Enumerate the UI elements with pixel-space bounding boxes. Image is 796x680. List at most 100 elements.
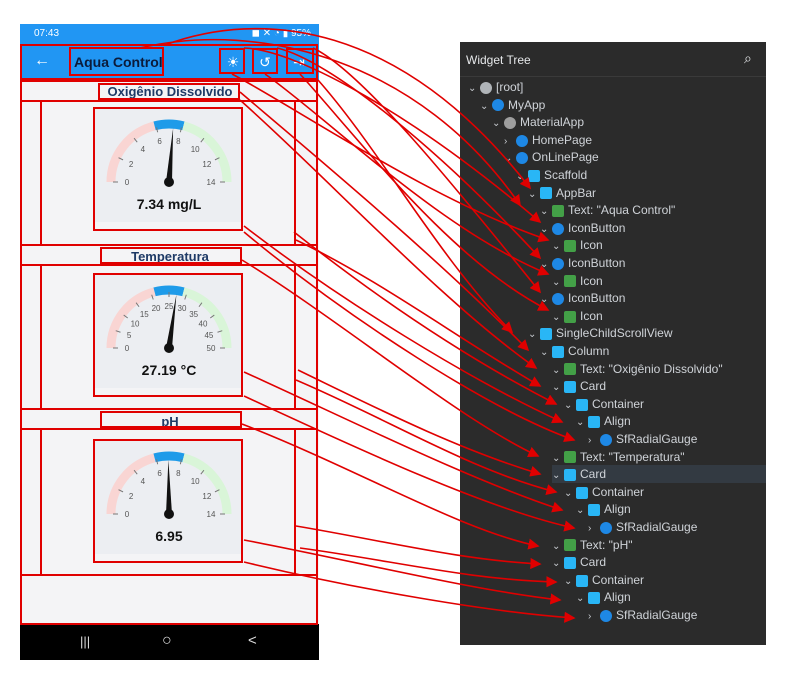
tree-row[interactable]: ⌄ [root]	[468, 78, 766, 96]
overlay-gauge-temperature	[93, 273, 243, 397]
home-button[interactable]: ○	[162, 632, 172, 649]
tree-row[interactable]: ›HomePage	[504, 131, 766, 149]
gauge-range-mid	[153, 451, 185, 463]
chevron-icon[interactable]: ⌄	[528, 188, 537, 200]
search-icon[interactable]: ⌕	[744, 50, 752, 66]
text-icon	[564, 451, 576, 464]
tree-row[interactable]: ⌄MaterialApp	[492, 113, 766, 131]
arrow-card-temperature	[297, 369, 542, 477]
back-icon[interactable]: ←	[34, 52, 50, 69]
chevron-icon[interactable]: ⌄	[552, 276, 561, 288]
gauge-tick-label: 10	[191, 477, 200, 486]
tree-row[interactable]: ›SfRadialGauge	[588, 518, 766, 536]
tree-row-label: SingleChildScrollView	[556, 326, 673, 341]
tree-row-label: [root]	[496, 80, 524, 94]
chevron-icon[interactable]: ⌄	[552, 558, 561, 570]
history-icon[interactable]: ↺	[259, 54, 271, 70]
chevron-icon[interactable]: ⌄	[528, 329, 537, 341]
tree-row[interactable]: ⌄Container	[564, 571, 766, 589]
tree-row[interactable]: ⌄Align	[576, 588, 766, 606]
tree-row-label: Text: "pH"	[580, 537, 633, 552]
chevron-icon[interactable]: ⌄	[480, 100, 489, 112]
chevron-icon[interactable]: ⌄	[564, 575, 573, 587]
system-nav-bar: ||| ○ <	[20, 624, 319, 660]
chevron-icon[interactable]: ›	[588, 523, 592, 534]
gauge-tick-label: 20	[152, 304, 161, 313]
tree-row[interactable]: ⌄Text: "Temperatura"	[552, 448, 766, 466]
chevron-icon[interactable]: ⌄	[552, 540, 561, 552]
nav-back-button[interactable]: <	[248, 632, 257, 649]
tree-row[interactable]: ⌄Icon	[552, 272, 766, 290]
gauge-tick	[151, 294, 154, 300]
tree-row[interactable]: ⌄ Text: "pH"	[552, 536, 766, 554]
chevron-icon[interactable]: ⌄	[564, 487, 573, 499]
container-icon	[576, 574, 588, 587]
chevron-icon[interactable]: ⌄	[540, 294, 549, 306]
gauge-tick	[184, 294, 187, 300]
widget-tree-title: Widget Tree	[466, 53, 531, 67]
chevron-icon[interactable]: ⌄	[540, 347, 549, 358]
tree-row[interactable]: ⌄Icon	[552, 236, 766, 254]
tree-row[interactable]: ⌄ Text: "Oxigênio Dissolvido"	[552, 360, 766, 378]
gauge-range-mid	[153, 285, 185, 297]
chevron-icon[interactable]: ⌄	[492, 118, 501, 130]
overlay-container-temperature	[40, 264, 296, 410]
tree-row-label: Container	[592, 484, 645, 499]
chevron-icon[interactable]: ⌄	[540, 206, 549, 218]
chevron-icon[interactable]: ⌄	[564, 399, 573, 411]
tree-row[interactable]: ⌄ SingleChildScrollView	[528, 324, 766, 342]
gauge-tick-label: 10	[131, 319, 140, 328]
gauge-icon	[600, 609, 612, 622]
tree-row[interactable]: ⌄AppBar	[528, 184, 766, 202]
tree-row[interactable]: ⌄Container	[564, 395, 766, 413]
tree-row[interactable]: ⌄Column	[540, 342, 766, 360]
tree-row[interactable]: ⌄Align	[576, 500, 766, 518]
scroll-icon	[540, 328, 552, 341]
tree-row[interactable]: ⌄Align	[576, 412, 766, 430]
chevron-icon[interactable]: ⌄	[552, 382, 561, 394]
chevron-icon[interactable]: ›	[504, 135, 508, 147]
column-icon	[552, 345, 564, 358]
tree-row[interactable]: ⌄ Container	[564, 483, 766, 501]
iconbutton-icon	[552, 257, 564, 270]
gauge-tick	[209, 314, 215, 319]
tree-row[interactable]: ⌄IconButton	[540, 254, 766, 272]
gauge-tick	[123, 314, 129, 319]
tree-row[interactable]: ›SfRadialGauge	[588, 606, 766, 624]
tree-row[interactable]: ⌄Card	[552, 465, 766, 484]
chevron-icon[interactable]: ⌄	[540, 259, 549, 270]
chevron-icon[interactable]: ⌄	[552, 470, 561, 482]
tree-row[interactable]: ⌄Card	[552, 377, 766, 395]
tree-row[interactable]: ⌄OnLinePage	[504, 148, 766, 166]
tree-row[interactable]: ⌄IconButton	[540, 219, 766, 237]
tree-row[interactable]: ⌄Card	[552, 553, 766, 571]
align-icon	[588, 504, 600, 517]
tree-row[interactable]: ⌄Icon	[552, 307, 766, 325]
chevron-icon[interactable]: ⌄	[552, 241, 561, 253]
gauge-tick-label: 15	[140, 310, 149, 319]
gauge-tick	[133, 137, 138, 143]
chevron-icon[interactable]: ⌄	[468, 83, 477, 94]
tree-row[interactable]: ›SfRadialGauge	[588, 430, 766, 448]
chevron-icon[interactable]: ⌄	[540, 223, 549, 235]
tree-row-label: Text: "Oxigênio Dissolvido"	[580, 361, 723, 376]
chevron-icon[interactable]: ⌄	[552, 364, 561, 376]
light-icon[interactable]: ☀	[226, 54, 240, 70]
chevron-icon[interactable]: ⌄	[576, 593, 585, 605]
tree-row[interactable]: ⌄MyApp	[480, 96, 766, 114]
chevron-icon[interactable]: ›	[588, 611, 592, 622]
chevron-icon[interactable]: ⌄	[504, 153, 513, 165]
chevron-icon[interactable]: ⌄	[576, 505, 585, 517]
chevron-icon[interactable]: ⌄	[552, 452, 561, 464]
gauge-tick-label: 30	[178, 304, 187, 313]
gauge-tick-label: 25	[165, 302, 174, 311]
align-icon	[588, 416, 600, 429]
tree-row[interactable]: ⌄IconButton	[540, 289, 766, 307]
recent-apps-button[interactable]: |||	[80, 634, 91, 649]
chevron-icon[interactable]: ⌄	[552, 311, 561, 323]
chevron-icon[interactable]: ⌄	[576, 417, 585, 429]
tree-row[interactable]: ⌄Text: "Aqua Control"	[540, 201, 766, 219]
chevron-icon[interactable]: ›	[588, 435, 592, 446]
arrow-align-oxygen	[243, 225, 564, 424]
